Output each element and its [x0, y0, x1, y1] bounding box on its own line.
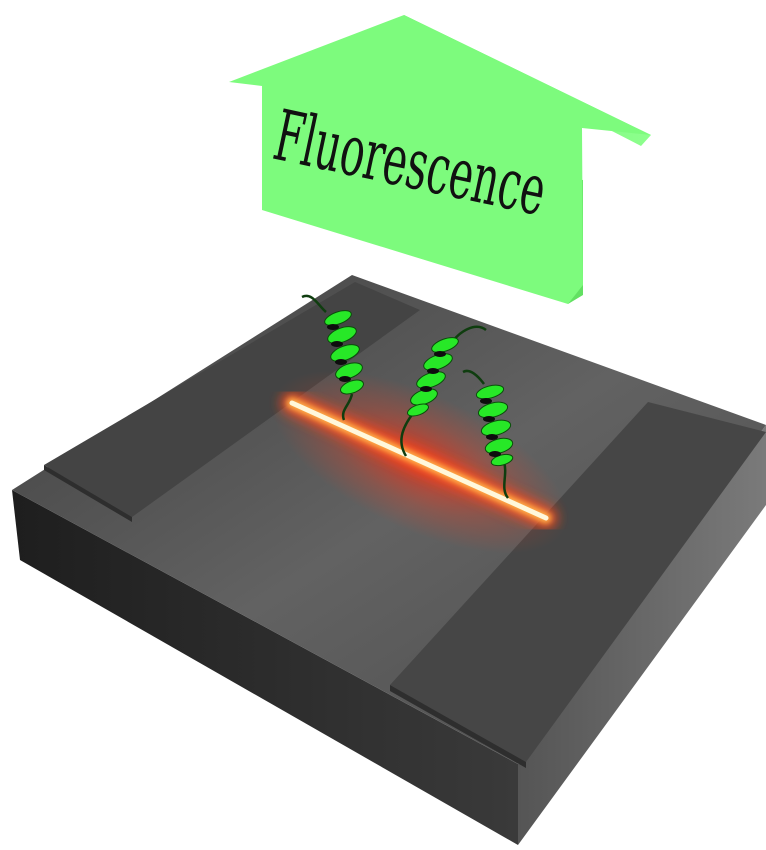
nanowire — [281, 392, 557, 529]
fluorescence-arrow: Fluorescence — [229, 15, 651, 304]
substrate-front-face — [12, 490, 518, 845]
arrow-front-face — [229, 15, 651, 304]
electrode-left — [44, 282, 420, 522]
electrode-right — [390, 402, 766, 768]
protein-helix-3 — [462, 369, 514, 499]
substrate-right-face — [518, 425, 766, 845]
protein-helix-1 — [301, 294, 364, 421]
protein-helix-2 — [400, 325, 487, 457]
